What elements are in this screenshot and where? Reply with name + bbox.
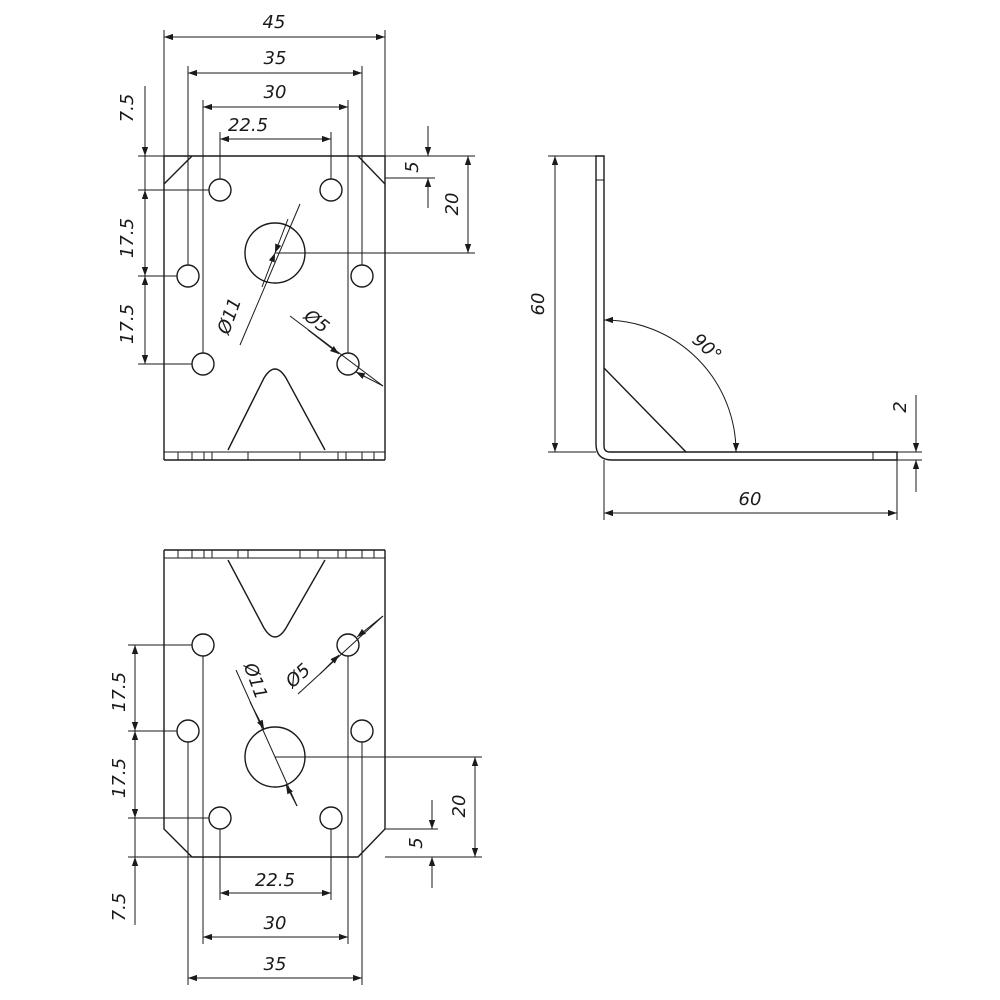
bottom-hole bbox=[336, 633, 360, 657]
top-hole bbox=[319, 178, 343, 202]
side-dim-length-label: 60 bbox=[739, 489, 762, 510]
top-dim-30: 30 bbox=[202, 82, 349, 353]
bottom-dim-17-5-a-label: 17.5 bbox=[109, 672, 130, 712]
bottom-dim-35: 35 bbox=[187, 742, 363, 985]
bottom-dim-diameter-11-label: Ø11 bbox=[239, 659, 272, 702]
bottom-plate-bend-ticks bbox=[177, 550, 375, 558]
top-dim-35-label: 35 bbox=[264, 48, 287, 69]
top-plate-outline bbox=[163, 155, 386, 460]
bottom-dim-diameter-5-label: Ø5 bbox=[281, 660, 315, 693]
bottom-view: 17.5 17.5 7.5 22.5 30 35 bbox=[109, 549, 482, 985]
top-hole bbox=[208, 178, 232, 202]
top-dim-17-5-a-label: 17.5 bbox=[117, 218, 138, 258]
bottom-hole bbox=[208, 806, 232, 830]
bottom-hole bbox=[350, 719, 374, 743]
bottom-hole bbox=[191, 633, 215, 657]
top-dim-17-5-b: 17.5 bbox=[117, 276, 149, 364]
bottom-dim-22-5-label: 22.5 bbox=[255, 870, 295, 891]
bottom-dim-20-label: 20 bbox=[449, 795, 470, 818]
top-chamfer-left bbox=[163, 155, 193, 185]
top-dim-20-label: 20 bbox=[442, 193, 463, 216]
top-dim-22-5-label: 22.5 bbox=[228, 115, 268, 136]
top-dim-5-label: 5 bbox=[402, 161, 423, 172]
top-view: 45 35 30 22.5 7.5 bbox=[117, 12, 475, 461]
top-dim-20: 20 bbox=[275, 156, 475, 254]
bottom-dim-17-5-b: 17.5 bbox=[109, 731, 139, 818]
top-plate-bend-ticks bbox=[177, 452, 375, 460]
top-hole bbox=[191, 352, 215, 376]
bottom-hole bbox=[176, 719, 200, 743]
bottom-dim-7-5: 7.5 bbox=[109, 818, 139, 925]
top-dim-5: 5 bbox=[385, 126, 475, 208]
side-dim-height: 60 bbox=[528, 155, 596, 453]
top-hole bbox=[336, 352, 360, 376]
bottom-plate-outline bbox=[163, 550, 386, 858]
top-dim-7-5: 7.5 bbox=[117, 86, 149, 190]
bottom-hole bbox=[319, 806, 343, 830]
bottom-dim-diameter-5: Ø5 bbox=[281, 615, 384, 695]
top-hole bbox=[176, 264, 200, 288]
side-dim-height-label: 60 bbox=[528, 293, 549, 316]
side-dim-angle-label: 90° bbox=[688, 329, 726, 366]
bottom-dim-20: 20 bbox=[275, 756, 482, 858]
bottom-dim-30-label: 30 bbox=[264, 913, 287, 934]
bottom-stiffener-rib bbox=[227, 559, 326, 638]
top-dim-45: 45 bbox=[163, 12, 386, 156]
top-dim-diameter-5: Ø5 bbox=[289, 305, 384, 387]
side-view: 60 60 2 90° bbox=[528, 155, 922, 520]
side-angle-outline bbox=[595, 155, 898, 461]
top-dim-22-5: 22.5 bbox=[219, 115, 332, 179]
bottom-dim-7-5-label: 7.5 bbox=[109, 893, 130, 922]
bottom-dim-17-5-a: 17.5 bbox=[109, 645, 139, 731]
top-hole bbox=[350, 264, 374, 288]
bottom-dim-22-5: 22.5 bbox=[219, 829, 332, 900]
side-dim-thickness: 2 bbox=[890, 395, 922, 492]
side-dim-angle: 90° bbox=[603, 316, 740, 453]
side-dim-thickness-label: 2 bbox=[890, 401, 911, 412]
bottom-dim-5: 5 bbox=[385, 800, 438, 888]
top-dim-diameter-5-label: Ø5 bbox=[299, 305, 333, 338]
top-dim-17-5-b-label: 17.5 bbox=[117, 304, 138, 344]
bottom-dim-30: 30 bbox=[202, 656, 349, 944]
top-stiffener-rib bbox=[227, 368, 326, 451]
bottom-dim-5-label: 5 bbox=[406, 837, 427, 848]
top-dim-45-label: 45 bbox=[263, 12, 286, 33]
top-dim-17-5-a: 17.5 bbox=[117, 190, 149, 276]
side-dim-length: 60 bbox=[603, 460, 898, 520]
top-dim-30-label: 30 bbox=[264, 82, 287, 103]
bottom-dim-17-5-b-label: 17.5 bbox=[109, 758, 130, 798]
top-dim-diameter-11-label: Ø11 bbox=[213, 295, 246, 338]
top-dim-7-5-label: 7.5 bbox=[117, 94, 138, 123]
top-dim-35: 35 bbox=[187, 48, 363, 265]
side-stiffener-rib bbox=[603, 367, 687, 453]
bottom-dim-35-label: 35 bbox=[264, 954, 287, 975]
